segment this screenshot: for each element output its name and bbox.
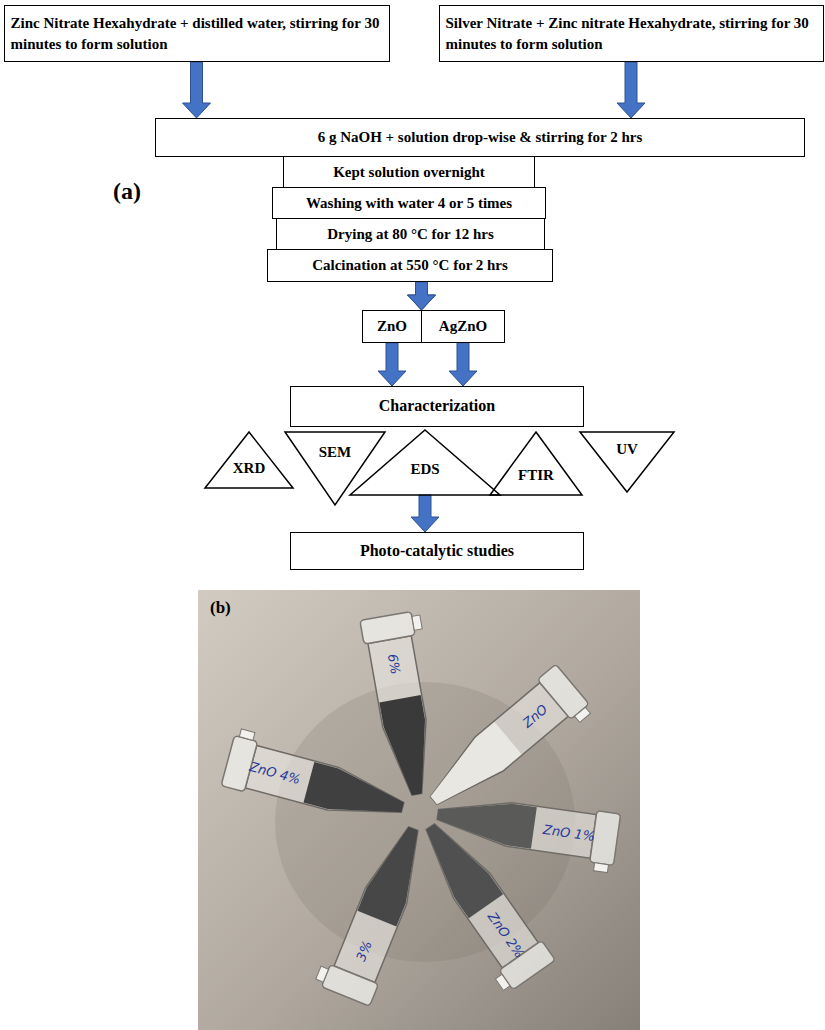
tube xyxy=(360,610,451,799)
cap-hinge xyxy=(594,863,609,873)
step-text: 6 g NaOH + solution drop-wise & stirring… xyxy=(318,127,643,148)
process-box: Washing with water 4 or 5 times xyxy=(272,187,546,220)
tube-label: ZnO xyxy=(520,701,551,730)
process-box: Kept solution overnight xyxy=(283,156,535,189)
method-label: SEM xyxy=(319,442,352,463)
tube-label: 3% xyxy=(353,939,375,964)
method-label: XRD xyxy=(233,458,266,479)
tube-cap xyxy=(321,965,378,1007)
tube xyxy=(314,816,437,1006)
tube-body xyxy=(334,820,434,982)
cap-hinge xyxy=(575,707,591,722)
tube xyxy=(417,664,594,826)
flow-arrow xyxy=(183,62,211,118)
method-triangle: SEM xyxy=(285,432,385,505)
triangle-shape xyxy=(205,432,293,488)
tube-label: ZnO 1% xyxy=(542,822,596,844)
part-label: (a) xyxy=(113,178,141,205)
triangle-shape xyxy=(350,430,500,495)
tube-body xyxy=(412,814,538,968)
step-text: Silver Nitrate + Zinc nitrate Hexahydrat… xyxy=(446,13,817,54)
cap-hinge xyxy=(239,729,255,740)
tube-cap xyxy=(360,612,415,645)
method-label: FTIR xyxy=(518,464,554,485)
tube-body xyxy=(245,745,408,828)
cap-hinge xyxy=(316,966,329,982)
cap-hinge xyxy=(495,974,510,990)
powder xyxy=(420,722,521,817)
step-text: Photo-catalytic studies xyxy=(360,540,514,562)
flow-arrow xyxy=(617,62,645,118)
step-text: Washing with water 4 or 5 times xyxy=(306,193,512,214)
step-text: Zinc Nitrate Hexahydrate + distilled wat… xyxy=(11,13,383,54)
step-text: Calcination at 550 °C for 2 hrs xyxy=(312,255,508,276)
process-box: 6 g NaOH + solution drop-wise & stirring… xyxy=(155,118,805,157)
step-text: AgZnO xyxy=(439,316,487,337)
flow-arrow xyxy=(449,343,477,386)
step-text: ZnO xyxy=(377,316,407,337)
flow-arrow xyxy=(411,495,439,532)
tube-label: ZnO 2% xyxy=(485,909,527,960)
process-box: Calcination at 550 °C for 2 hrs xyxy=(267,249,553,282)
process-box: ZnO xyxy=(362,310,422,343)
part-label: (b) xyxy=(210,598,231,618)
tube-body xyxy=(420,683,569,818)
step-text: Characterization xyxy=(379,395,495,417)
flow-arrow xyxy=(378,343,406,386)
method-triangle: XRD xyxy=(205,432,293,488)
method-label: EDS xyxy=(410,459,439,480)
flow-arrow xyxy=(408,282,436,310)
tube-label: 6% xyxy=(385,653,403,676)
process-box: AgZnO xyxy=(421,310,505,343)
tube xyxy=(402,812,555,995)
step-text: Drying at 80 °C for 12 hrs xyxy=(327,224,494,245)
triangle-shape xyxy=(285,432,385,505)
process-box: Drying at 80 °C for 12 hrs xyxy=(276,218,545,251)
method-label: UV xyxy=(616,438,638,459)
flow-arrow xyxy=(408,282,436,310)
tube xyxy=(221,728,411,833)
process-box: Zinc Nitrate Hexahydrate + distilled wat… xyxy=(4,5,390,62)
method-triangle: UV xyxy=(580,432,674,492)
method-triangle: FTIR xyxy=(490,432,582,495)
photo-background xyxy=(198,590,640,1030)
tube-label: ZnO 4% xyxy=(248,759,302,787)
step-text: Kept solution overnight xyxy=(333,162,485,183)
cap-hinge xyxy=(412,615,422,630)
powder xyxy=(357,821,432,927)
triangle-shape xyxy=(580,432,674,492)
method-triangle: EDS xyxy=(350,430,500,495)
powder xyxy=(303,762,408,828)
triangle-outline xyxy=(205,432,293,488)
powder xyxy=(379,695,437,798)
tube-body xyxy=(368,636,439,798)
triangle-outline xyxy=(285,432,385,505)
process-box: Characterization xyxy=(290,386,584,427)
process-box: Silver Nitrate + Zinc nitrate Hexahydrat… xyxy=(439,5,824,62)
triangle-outline xyxy=(490,432,582,495)
process-box: Photo-catalytic studies xyxy=(290,532,584,570)
powder xyxy=(413,815,503,919)
triangle-shape xyxy=(490,432,582,495)
